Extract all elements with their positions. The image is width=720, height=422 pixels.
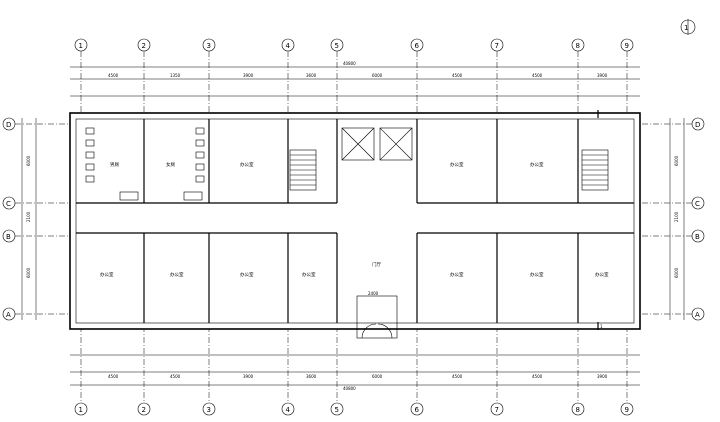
axis-label: 8	[576, 42, 580, 50]
axis-label: 8	[576, 406, 580, 414]
dim-label: 4500	[532, 374, 543, 379]
dim-label: 3600	[306, 73, 317, 78]
corridor-walls	[76, 202, 634, 234]
axis-label: A	[695, 311, 700, 319]
dim-label: 3900	[243, 73, 254, 78]
axis-label: D	[695, 121, 700, 129]
dim-label: 6000	[372, 374, 383, 379]
room-label: 办公室	[530, 161, 544, 168]
dim-label: 6000	[674, 267, 679, 278]
dim-label: 4500	[170, 374, 181, 379]
bottom-axis-markers: 1 2 3 4 5 6 7 8 9	[74, 402, 634, 416]
axis-label: 2	[142, 406, 146, 414]
axis-label: 3	[207, 42, 211, 50]
dim-label: 4500	[452, 73, 463, 78]
dim-label: 4500	[108, 73, 119, 78]
axis-label: C	[6, 200, 11, 208]
room-label: 办公室	[530, 271, 544, 278]
axis-label: A	[6, 311, 11, 319]
building-outline	[69, 112, 641, 330]
room-label: 办公室	[450, 271, 464, 278]
dim-label: 4500	[108, 374, 119, 379]
axis-label: 1	[79, 406, 83, 414]
room-label: 办公室	[595, 271, 609, 278]
room-label: 办公室	[302, 271, 316, 278]
stair-west	[289, 149, 317, 191]
room-label: 办公室	[240, 271, 254, 278]
top-total-dimension: 40800	[343, 61, 356, 66]
dim-label: 6000	[26, 267, 31, 278]
side-dimension-lines: 6000 2100 6000 6000 2100 6000	[21, 118, 685, 320]
axis-label: B	[6, 233, 11, 241]
axis-label: D	[6, 121, 11, 129]
axis-label: 9	[625, 42, 629, 50]
dim-label: 1350	[170, 73, 181, 78]
stair-east	[581, 149, 609, 191]
room-label: 办公室	[100, 271, 114, 278]
dim-label: 2100	[26, 211, 31, 222]
section-mark-label: 1	[600, 324, 603, 329]
entrance-doors: 2400	[356, 291, 398, 339]
dim-label: 3900	[597, 73, 608, 78]
axis-label: 3	[207, 406, 211, 414]
axis-label: 5	[335, 42, 339, 50]
bottom-dimension-lines: 40800 4500 4500 3900 3600 6000 4500 4500…	[70, 354, 640, 391]
axis-label: 9	[625, 406, 629, 414]
room-labels-south: 办公室 办公室 办公室 办公室 门厅 办公室 办公室 办公室	[100, 261, 609, 278]
axis-label: 1	[79, 42, 83, 50]
north-symbol-label: 1	[684, 24, 688, 32]
partition-walls	[143, 119, 579, 323]
dim-label: 3900	[597, 374, 608, 379]
dim-label: 3600	[306, 374, 317, 379]
axis-label: 6	[415, 42, 420, 50]
right-axis-markers: D C B A	[691, 117, 705, 321]
dim-label: 4500	[452, 374, 463, 379]
room-label: 女厕	[166, 161, 175, 168]
toilet-fixtures	[85, 127, 205, 201]
dim-label: 6000	[372, 73, 383, 78]
axis-label: 4	[286, 406, 291, 414]
top-dimension-lines: 40800 4500 1350 3900 3600 6000 4500 4500…	[70, 61, 640, 97]
lobby-width-label: 2400	[368, 291, 379, 296]
bottom-total-dimension: 40800	[343, 386, 356, 391]
north-arrow-icon: 1	[680, 19, 696, 35]
room-label: 男厕	[110, 162, 119, 168]
room-label: 办公室	[450, 161, 464, 168]
dim-label: 2100	[674, 211, 679, 222]
elevator-shafts	[341, 127, 413, 161]
dim-label: 6000	[674, 155, 679, 166]
room-label: 办公室	[170, 271, 184, 278]
top-axis-markers: 1 2 3 4 5 6 7 8 9	[74, 38, 634, 52]
dim-label: 3900	[243, 374, 254, 379]
axis-label: B	[695, 233, 700, 241]
axis-label: 5	[335, 406, 339, 414]
axis-label: 7	[495, 406, 499, 414]
axis-label: C	[695, 200, 700, 208]
left-axis-markers: D C B A	[2, 117, 16, 321]
axis-label: 2	[142, 42, 146, 50]
dim-label: 4500	[532, 73, 543, 78]
section-mark: 1	[597, 110, 603, 330]
dim-label: 6000	[26, 155, 31, 166]
axis-label: 7	[495, 42, 499, 50]
axis-label: 6	[415, 406, 420, 414]
room-label: 办公室	[240, 161, 254, 168]
axis-label: 4	[286, 42, 291, 50]
room-labels-north: 男厕 女厕 办公室 办公室 办公室	[110, 161, 544, 168]
room-label: 门厅	[372, 261, 381, 268]
